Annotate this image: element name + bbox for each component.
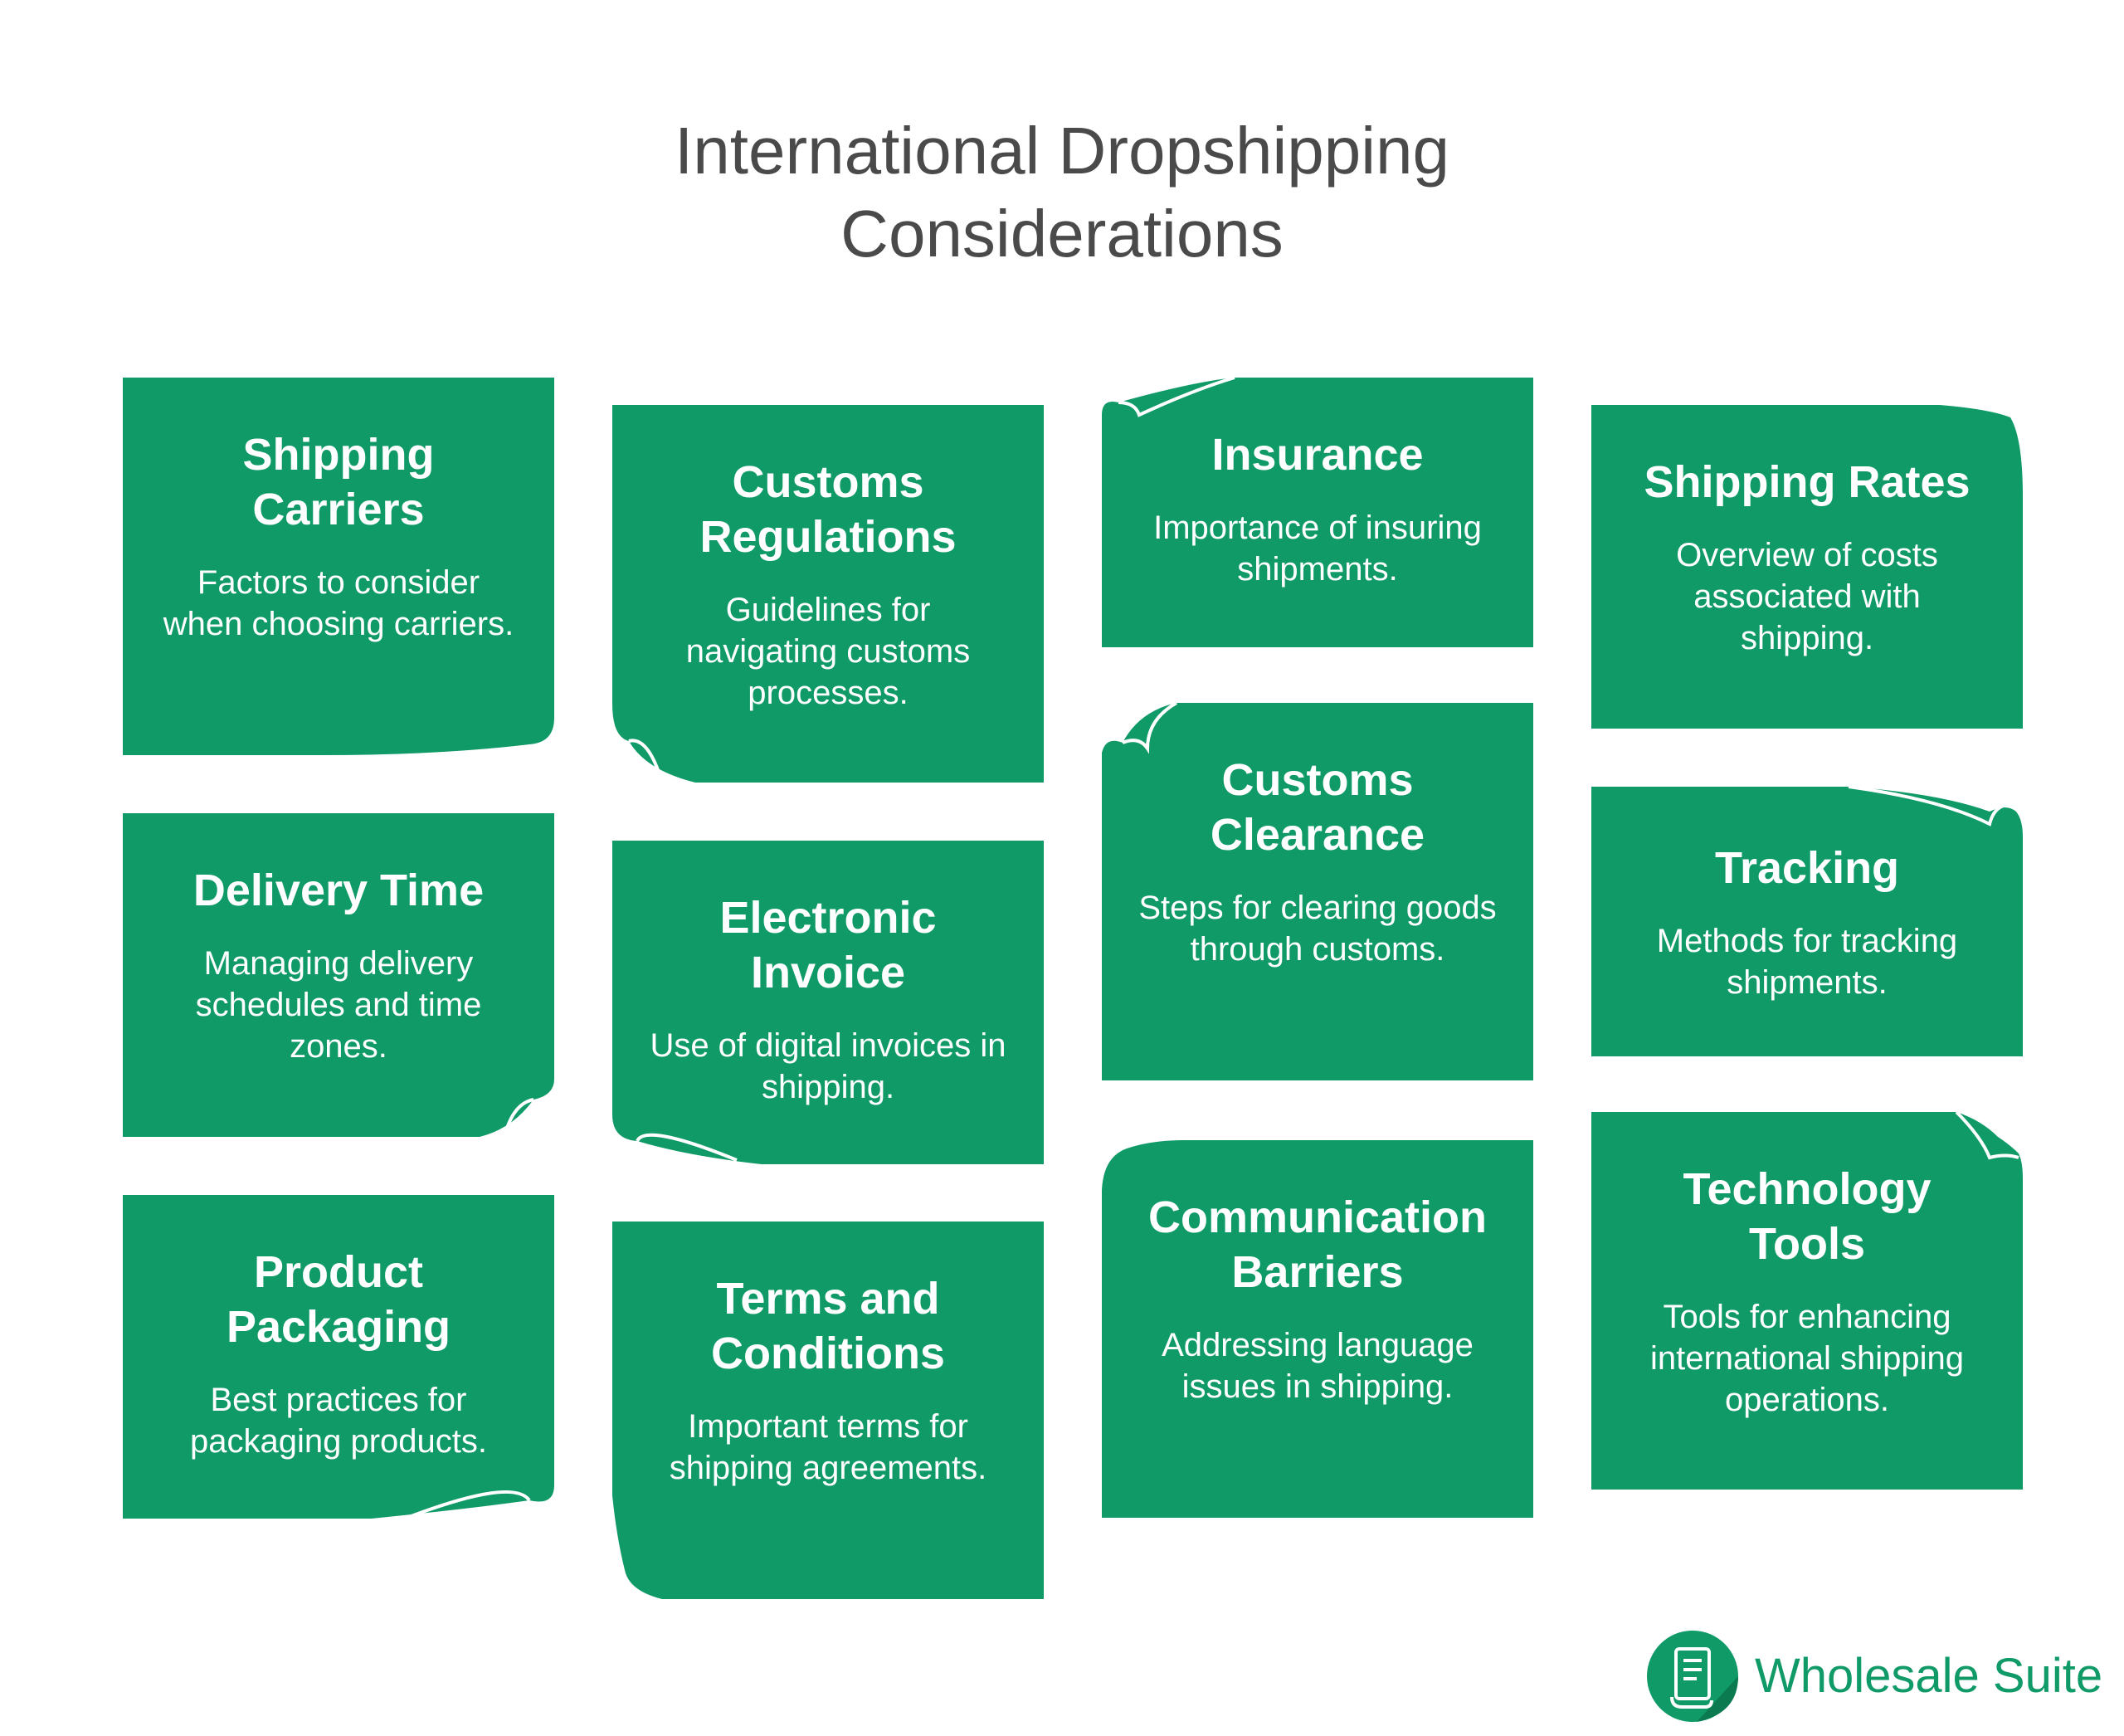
card-description: Factors to consider when choosing carrie… — [163, 564, 514, 642]
card-terms-and-conditions: Terms and Conditions Important terms for… — [612, 1222, 1044, 1599]
card-description: Methods for tracking shipments. — [1656, 923, 1958, 1001]
card-shape — [612, 1222, 1044, 1599]
card-description: Overview of costs associated with shippi… — [1676, 537, 1938, 656]
card-title: Delivery Time — [192, 866, 485, 915]
card-product-packaging: Product Packaging Best practices for pac… — [123, 1195, 554, 1520]
card-shape — [123, 378, 554, 755]
card-shape — [612, 405, 1044, 783]
title-line-2: Considerations — [840, 196, 1284, 271]
card-title: Shipping Carriers — [242, 430, 435, 534]
card-title: Terms and Conditions — [711, 1274, 945, 1378]
card-title: Tracking — [1714, 843, 1900, 893]
card-shipping-carriers: Shipping Carriers Factors to consider wh… — [123, 378, 554, 755]
card-shape — [1591, 405, 2023, 729]
card-shape — [123, 1195, 554, 1520]
title-line-1: International Dropshipping — [675, 113, 1449, 188]
card-description: Addressing language issues in shipping. — [1162, 1327, 1474, 1405]
card-title: Customs Regulations — [699, 457, 957, 562]
card-shape — [1102, 1140, 1533, 1518]
brand-name: Wholesale Suite — [1755, 1649, 2103, 1703]
card-description: Important terms for shipping agreements. — [669, 1408, 987, 1486]
card-customs-clearance: Customs Clearance Steps for clearing goo… — [1102, 701, 1533, 1080]
card-title: Shipping Rates — [1644, 457, 1971, 507]
card-electronic-invoice: Electronic Invoice Use of digital invoic… — [612, 841, 1044, 1164]
card-title: Communication Barriers — [1147, 1192, 1487, 1297]
card-technology-tools: Technology Tools Tools for enhancing int… — [1591, 1110, 2023, 1490]
card-title: Insurance — [1211, 430, 1424, 480]
card-shape — [1591, 1110, 2023, 1490]
card-insurance: Insurance Importance of insuring shipmen… — [1102, 376, 1533, 647]
diagram-title: International Dropshipping Consideration… — [0, 110, 2124, 276]
card-shape — [1591, 785, 2023, 1056]
card-description: Importance of insuring shipments. — [1153, 510, 1482, 588]
card-description: Managing delivery schedules and time zon… — [195, 945, 482, 1065]
card-description: Tools for enhancing international shippi… — [1649, 1299, 1965, 1418]
receipt-scroll-icon — [1647, 1631, 1738, 1722]
card-shipping-rates: Shipping Rates Overview of costs associa… — [1591, 405, 2023, 729]
card-delivery-time: Delivery Time Managing delivery schedule… — [123, 813, 554, 1138]
card-title: Product Packaging — [226, 1247, 451, 1352]
card-shape — [612, 841, 1044, 1164]
card-description: Guidelines for navigating customs proces… — [685, 592, 971, 711]
card-communication-barriers: Communication Barriers Addressing langua… — [1102, 1140, 1533, 1518]
card-shape — [1102, 701, 1533, 1080]
card-title: Electronic Invoice — [719, 893, 937, 997]
card-shape — [123, 813, 554, 1138]
card-title: Customs Clearance — [1210, 755, 1425, 860]
card-shape — [1102, 376, 1533, 647]
card-description: Steps for clearing goods through customs… — [1138, 890, 1497, 968]
card-title: Technology Tools — [1683, 1164, 1932, 1269]
card-description: Use of digital invoices in shipping. — [650, 1027, 1006, 1105]
card-description: Best practices for packaging products. — [189, 1382, 487, 1460]
card-tracking: Tracking Methods for tracking shipments. — [1591, 785, 2023, 1056]
card-customs-regulations: Customs Regulations Guidelines for navig… — [612, 405, 1044, 783]
